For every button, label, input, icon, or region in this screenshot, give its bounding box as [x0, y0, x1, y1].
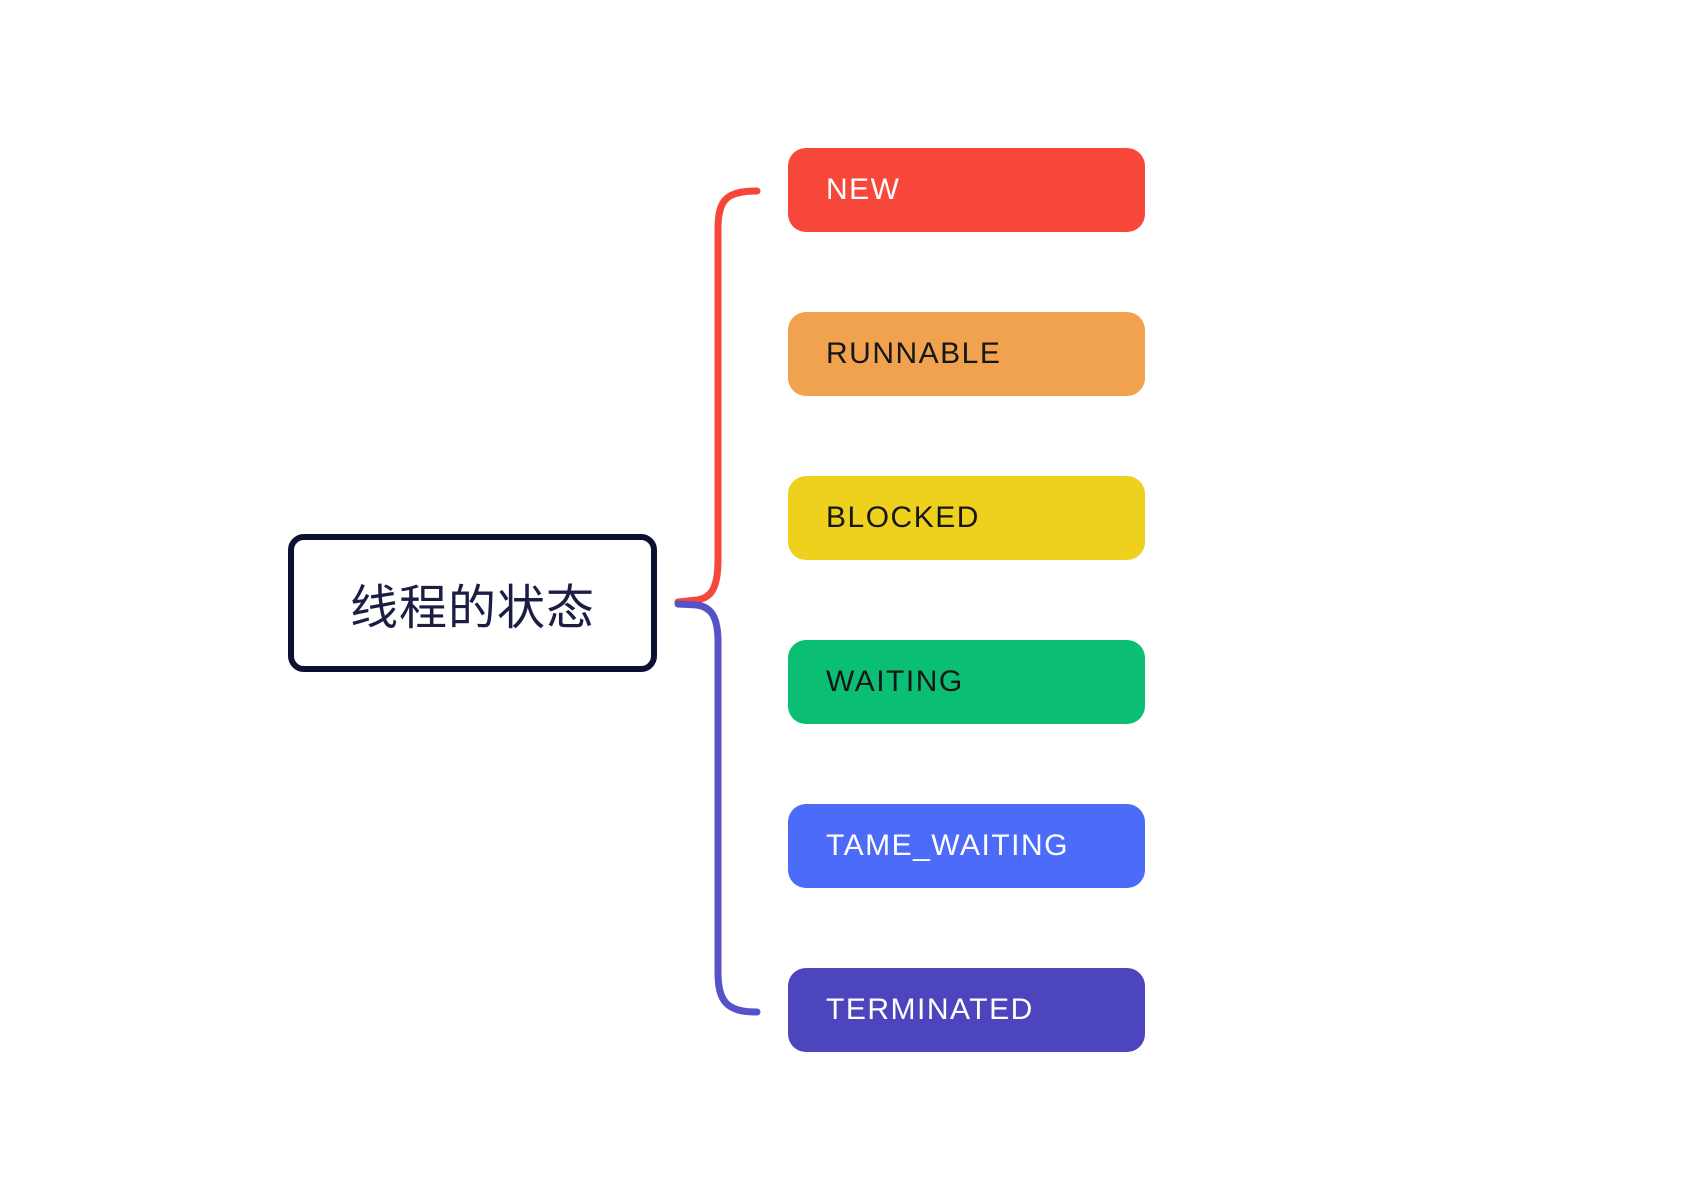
- topic-node-terminated[interactable]: TERMINATED: [788, 968, 1145, 1052]
- topic-node-blocked[interactable]: BLOCKED: [788, 476, 1145, 560]
- topic-label: NEW: [826, 173, 901, 206]
- topic-node-runnable[interactable]: RUNNABLE: [788, 312, 1145, 396]
- topic-node-tame-waiting[interactable]: TAME_WAITING: [788, 804, 1145, 888]
- topic-node-waiting[interactable]: WAITING: [788, 640, 1145, 724]
- branch-lower-connector: [674, 600, 761, 1016]
- topic-label: BLOCKED: [826, 501, 980, 534]
- topic-label: RUNNABLE: [826, 337, 1002, 370]
- topic-label: TAME_WAITING: [826, 829, 1069, 862]
- topic-node-new[interactable]: NEW: [788, 148, 1145, 232]
- branch-upper-connector: [674, 187, 761, 606]
- root-topic-label: 线程的状态: [349, 582, 595, 635]
- root-topic[interactable]: 线程的状态: [288, 534, 657, 672]
- topic-label: WAITING: [826, 665, 964, 698]
- topic-label: TERMINATED: [826, 993, 1034, 1026]
